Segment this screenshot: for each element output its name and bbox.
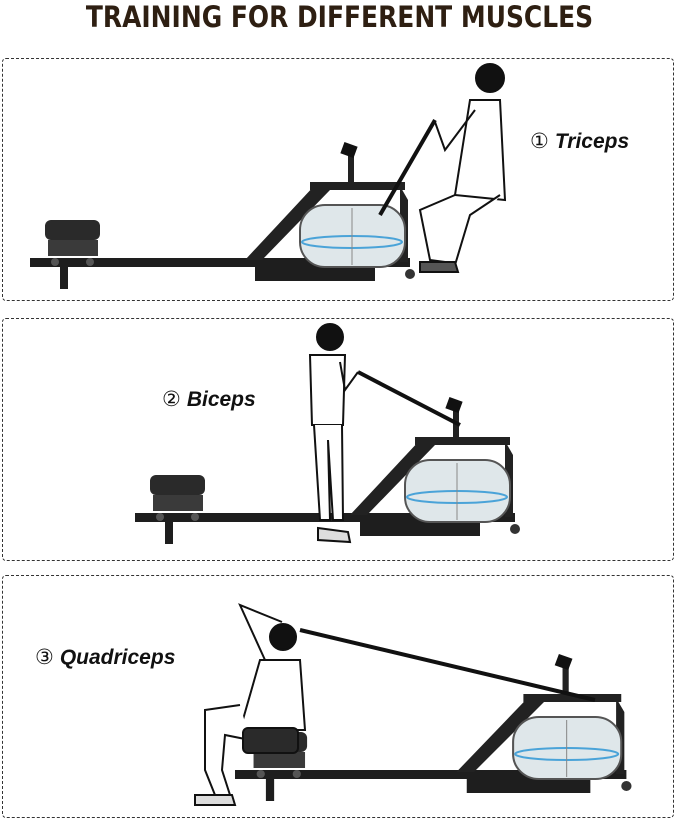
number-badge: ② — [162, 388, 181, 411]
rowing-machine-1 — [29, 140, 416, 290]
person-seated-quadriceps — [194, 603, 596, 806]
muscle-name: Biceps — [186, 388, 256, 411]
panel-biceps — [2, 318, 674, 561]
number-badge: ③ — [35, 646, 54, 669]
person-seated-triceps — [378, 63, 507, 273]
page-title: TRAINING FOR DIFFERENT MUSCLES — [85, 0, 594, 34]
person-standing-biceps — [308, 323, 461, 544]
muscle-name: Triceps — [554, 130, 630, 153]
panel-triceps — [2, 58, 674, 301]
number-badge: ① — [530, 130, 549, 153]
muscle-name: Quadriceps — [59, 646, 176, 669]
panel-quadriceps — [2, 575, 674, 818]
